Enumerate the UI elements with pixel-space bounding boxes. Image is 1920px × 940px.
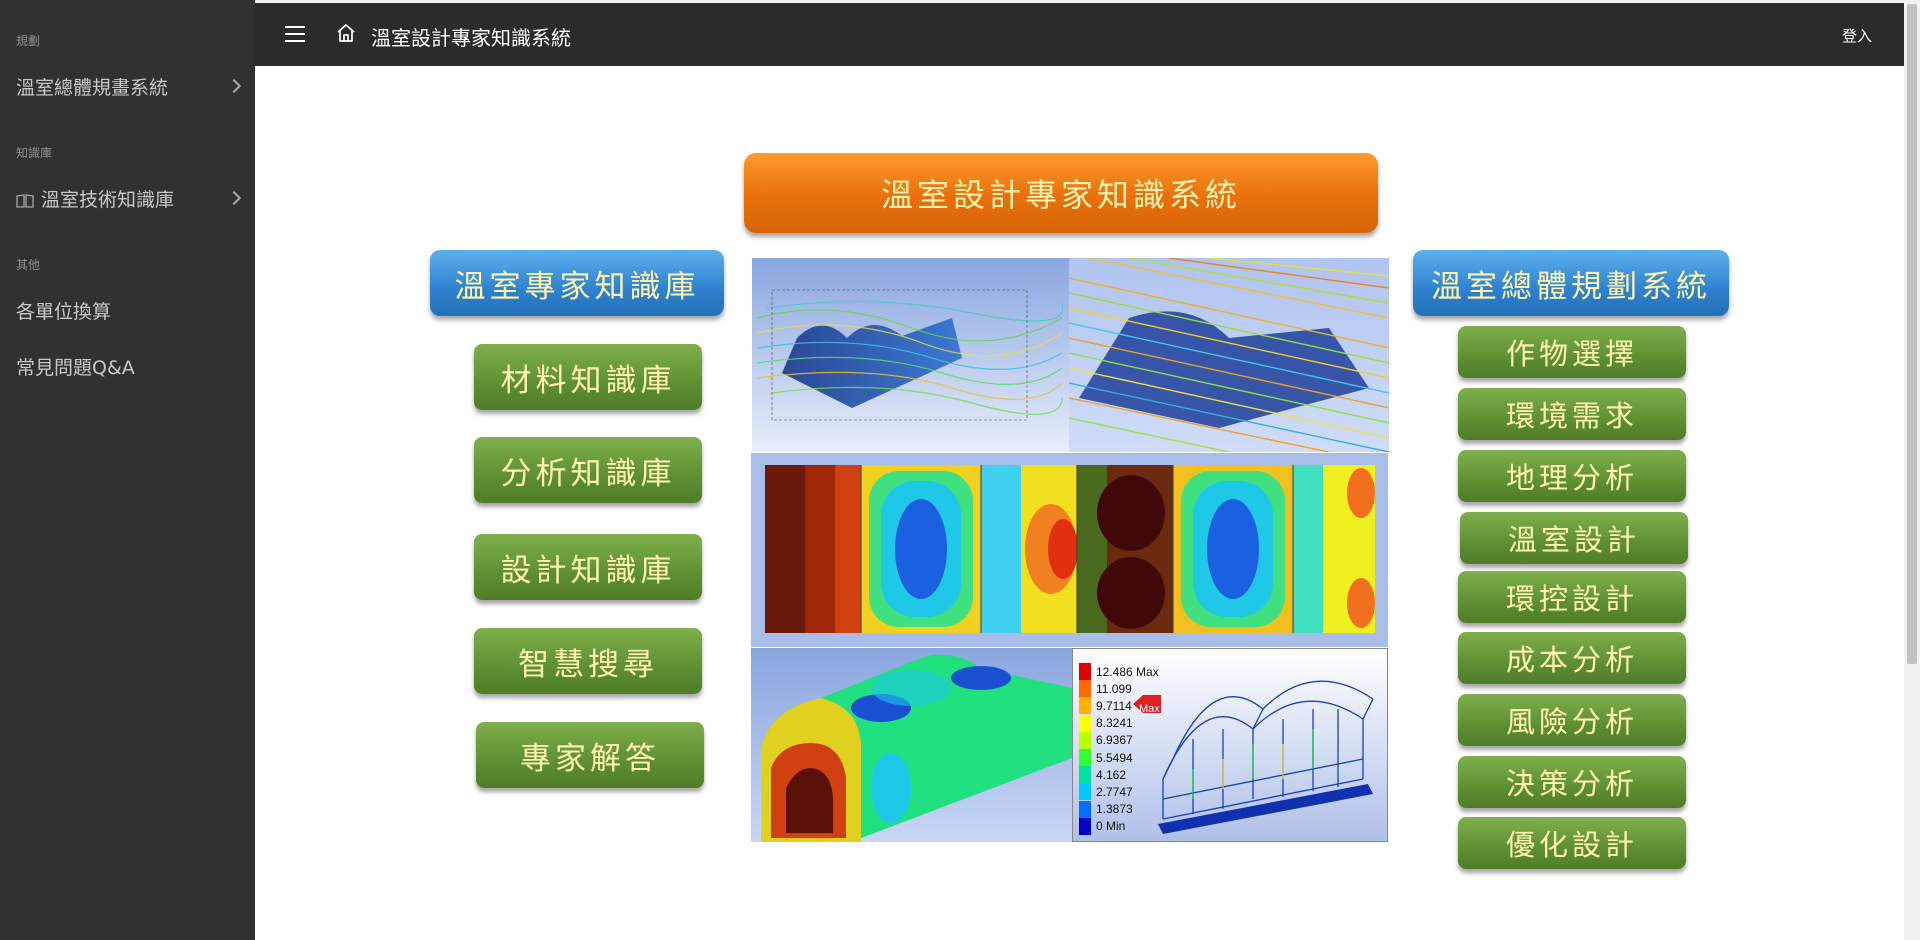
risk-analysis-button[interactable]: 風險分析 [1458,694,1686,746]
sidebar-item-label: 溫室技術知識庫 [41,188,175,211]
chevron-right-icon [226,78,242,94]
legend-row: 0 Min [1079,817,1171,835]
material-knowledge-button[interactable]: 材料知識庫 [474,344,702,410]
contour-map-image [751,453,1388,647]
design-knowledge-button[interactable]: 設計知識庫 [474,534,702,600]
legend-swatch [1079,663,1091,681]
analysis-knowledge-button[interactable]: 分析知識庫 [474,437,702,503]
sidebar-item-knowledge-base[interactable]: 溫室技術知識庫 [0,178,255,218]
sidebar-item-label: 溫室總體規畫系統 [16,76,169,99]
sidebar-section-other: 其他 [16,258,41,272]
sidebar-item-label: 各單位換算 [16,300,112,323]
legend-value: 0 Min [1096,819,1126,834]
environment-needs-button[interactable]: 環境需求 [1458,388,1686,440]
streamline-simulation-image [1069,258,1389,452]
sidebar-section-planning: 規劃 [16,34,41,48]
legend-value: 2.7747 [1096,784,1133,799]
legend-row: 12.486 Max [1079,663,1171,681]
decision-analysis-button[interactable]: 決策分析 [1458,756,1686,808]
legend-value: 1.3873 [1096,802,1133,817]
top-bar: 溫室設計專家知識系統 登入 [255,0,1904,66]
planning-system-header-button[interactable]: 溫室總體規劃系統 [1413,250,1729,316]
page-title: 溫室設計專家知識系統 [371,26,571,50]
legend-swatch [1079,783,1091,801]
legend-swatch [1079,697,1091,715]
sidebar-item-label: 常見問題Q&A [16,356,135,379]
legend-row: 1.3873 [1079,800,1171,818]
home-icon[interactable] [335,22,357,44]
legend-row: 4.162 [1079,766,1171,784]
knowledge-base-header-button[interactable]: 溫室專家知識庫 [430,250,724,316]
sidebar-item-unit-conversion[interactable]: 各單位換算 [0,290,255,330]
legend-row: 2.7747 [1079,783,1171,801]
optimization-design-button[interactable]: 優化設計 [1458,817,1686,869]
expert-answer-button[interactable]: 專家解答 [476,722,704,788]
airflow-simulation-image [752,258,1069,452]
sidebar-section-knowledge: 知識庫 [16,146,53,160]
legend-value: 4.162 [1096,767,1127,782]
legend-swatch [1079,680,1091,698]
login-link[interactable]: 登入 [1841,27,1872,45]
legend-value: 5.5494 [1096,750,1133,765]
sidebar-item-planning-system[interactable]: 溫室總體規畫系統 [0,66,255,106]
legend-swatch [1079,749,1091,767]
smart-search-button[interactable]: 智慧搜尋 [474,628,702,694]
main-banner: 溫室設計專家知識系統 [744,153,1378,233]
book-icon [16,191,34,208]
color-legend: 12.486 Max 11.099 9.7114 8.3241 6.9367 5.5494… [1079,663,1171,839]
hamburger-menu-icon[interactable] [285,26,305,42]
chevron-right-icon [226,190,242,206]
legend-swatch [1079,817,1091,835]
scrollbar[interactable] [1904,0,1920,940]
main-content: 溫室設計專家知識系統 溫室專家知識庫 溫室總體規劃系統 材料知識庫 分析知識庫 … [255,66,1904,940]
legend-value: 12.486 Max [1096,664,1159,679]
crop-selection-button[interactable]: 作物選擇 [1458,326,1686,378]
sidebar-item-faq[interactable]: 常見問題Q&A [0,346,255,386]
legend-row: 9.7114 [1079,697,1171,715]
legend-swatch [1079,731,1091,749]
structure-deformation-image: 12.486 Max 11.099 9.7114 8.3241 6.9367 5.5494… [1072,648,1388,842]
greenhouse-stress-image [751,648,1072,842]
scrollbar-thumb[interactable] [1907,4,1917,664]
legend-swatch [1079,800,1091,818]
geographic-analysis-button[interactable]: 地理分析 [1458,450,1686,502]
cost-analysis-button[interactable]: 成本分析 [1458,632,1686,684]
legend-value: 9.7114 [1096,698,1132,713]
greenhouse-design-button[interactable]: 溫室設計 [1460,512,1688,564]
legend-value: 8.3241 [1096,716,1133,731]
legend-value: 11.099 [1096,681,1132,696]
max-marker-shape [1133,695,1161,713]
legend-swatch [1079,714,1091,732]
sidebar: 規劃 溫室總體規畫系統 知識庫 溫室技術知識庫 其他 各單位換算 常見問題Q&A [0,0,255,940]
legend-value: 6.9367 [1096,733,1133,748]
legend-row: 5.5494 [1079,749,1171,767]
legend-row: 6.9367 [1079,731,1171,749]
max-marker-label: Max [1139,703,1160,715]
legend-swatch [1079,766,1091,784]
climate-control-design-button[interactable]: 環控設計 [1458,571,1686,623]
legend-row: 11.099 [1079,680,1171,698]
legend-row: 8.3241 [1079,714,1171,732]
